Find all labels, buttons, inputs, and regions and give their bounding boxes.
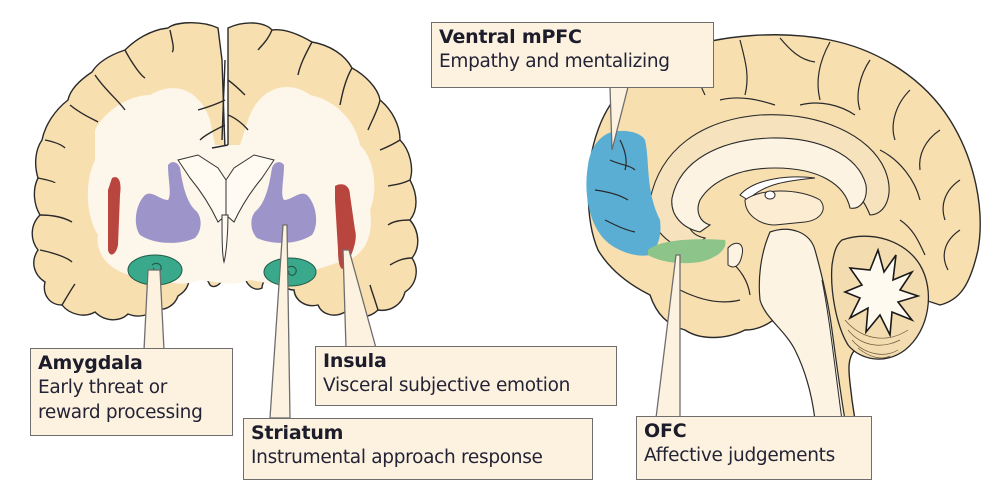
amygdala-right (263, 257, 317, 287)
ofc-title: OFC (644, 420, 687, 442)
ventral-mpfc-region (586, 130, 661, 256)
corpus-callosum (671, 137, 867, 233)
insula-callout: Insula Visceral subjective emotion (315, 346, 617, 406)
insula-right (335, 184, 356, 269)
sagittal-brain-section (586, 34, 981, 421)
optic-chiasm (727, 242, 744, 268)
insula-left (108, 177, 121, 255)
amygdala-pointer (143, 269, 165, 351)
amygdala-description-line1: Early threat or (38, 377, 168, 398)
insula-description: Visceral subjective emotion (323, 375, 571, 396)
coronal-brain-section (31, 22, 419, 321)
amygdala-callout: Amygdala Early threat or reward processi… (30, 348, 233, 436)
ofc-callout: OFC Affective judgements (636, 416, 872, 480)
interthalamic-adhesion (764, 190, 776, 200)
ofc-region (648, 239, 726, 264)
striatum-callout: Striatum Instrumental approach response (243, 418, 593, 480)
callout-pointers (143, 86, 681, 419)
ventral-mpfc-callout: Ventral mPFC Empathy and mentalizing (431, 22, 714, 88)
third-ventricle (221, 214, 229, 264)
striatum-right (251, 162, 317, 243)
amygdala-title: Amygdala (38, 352, 143, 374)
ofc-description: Affective judgements (644, 445, 835, 466)
amygdala-right-detail (286, 265, 297, 276)
insula-title: Insula (323, 350, 387, 372)
sagittal-sulci (594, 37, 961, 303)
striatum-title: Striatum (251, 422, 344, 444)
cerebellum-folia (844, 319, 909, 359)
ventral-mpfc-title: Ventral mPFC (439, 26, 582, 48)
lateral-ventricles (177, 154, 275, 223)
thalamus (744, 190, 824, 226)
brainstem-line (821, 279, 843, 421)
coronal-sulci (37, 29, 413, 311)
striatum-left (135, 162, 201, 243)
ventral-mpfc-description: Empathy and mentalizing (439, 51, 670, 72)
amygdala-description-line2: reward processing (38, 402, 203, 423)
arbor-vitae (842, 247, 921, 338)
striatum-description: Instrumental approach response (251, 447, 543, 468)
